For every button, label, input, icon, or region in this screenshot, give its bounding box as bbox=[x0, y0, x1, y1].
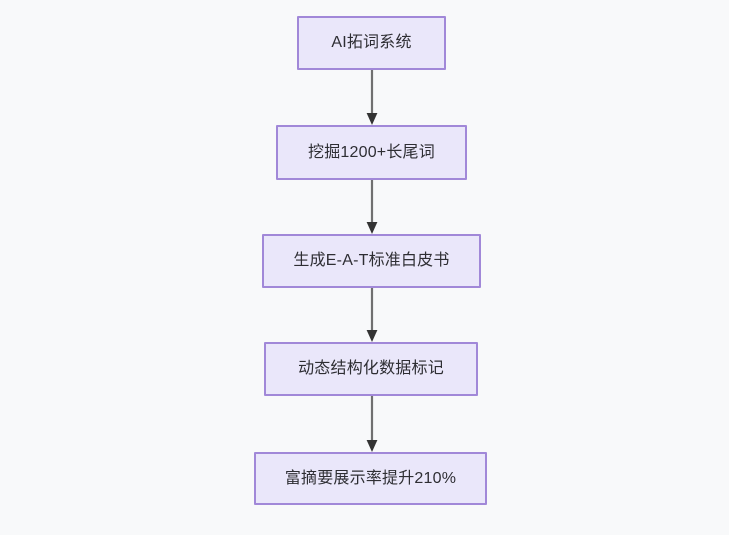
flow-node-label: 富摘要展示率提升210% bbox=[284, 469, 457, 487]
edge-node-1-to-node-2 bbox=[361, 70, 383, 126]
edge-arrow-icon bbox=[366, 288, 378, 342]
edge-node-2-to-node-3 bbox=[361, 180, 383, 235]
flow-node-eat-whitepaper[interactable]: 生成E-A-T标准白皮书 bbox=[262, 234, 481, 288]
flow-node-label: AI拓词系统 bbox=[331, 34, 412, 51]
flow-node-ai-keyword-system[interactable]: AI拓词系统 bbox=[297, 16, 446, 70]
edge-arrow-icon bbox=[366, 180, 378, 234]
edge-node-4-to-node-5 bbox=[361, 396, 383, 453]
edge-arrow-icon bbox=[366, 70, 378, 125]
flow-node-label: 挖掘1200+长尾词 bbox=[308, 143, 435, 161]
flow-node-rich-snippet-result[interactable]: 富摘要展示率提升210% bbox=[254, 452, 487, 505]
flow-node-label: 生成E-A-T标准白皮书 bbox=[293, 252, 450, 269]
flow-node-structured-data-markup[interactable]: 动态结构化数据标记 bbox=[264, 342, 478, 396]
edge-arrow-icon bbox=[366, 396, 378, 452]
edge-node-3-to-node-4 bbox=[361, 288, 383, 343]
flow-node-longtail-keywords[interactable]: 挖掘1200+长尾词 bbox=[276, 125, 467, 180]
flow-node-label: 动态结构化数据标记 bbox=[298, 360, 444, 377]
